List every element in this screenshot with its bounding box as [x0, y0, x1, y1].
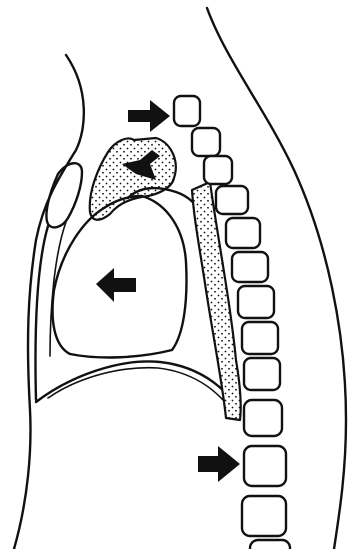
vertebra-8	[242, 322, 278, 354]
vertebra-6	[232, 252, 268, 282]
anterior-chest-wall-inner	[50, 222, 66, 356]
arrow-left-heart-icon	[96, 268, 136, 302]
vertebra-2	[192, 128, 220, 156]
vertebra-5	[226, 218, 260, 248]
vertebra-10	[244, 400, 282, 436]
vertebra-11	[244, 446, 286, 486]
vertebra-12	[242, 496, 286, 536]
anterior-chest-wall	[36, 226, 49, 400]
vertebra-3	[204, 156, 232, 184]
anterior-body-contour	[14, 55, 84, 549]
sternum	[46, 163, 82, 227]
vertebra-1	[174, 96, 200, 126]
vertebra-13	[250, 540, 290, 549]
vertebra-7	[238, 286, 274, 318]
arrow-right-upper-icon	[128, 100, 170, 132]
diaphragm-inner	[48, 368, 230, 408]
vertebra-9	[244, 358, 280, 390]
vertebra-4	[216, 186, 248, 214]
arrow-right-lower-icon	[198, 446, 240, 482]
heart	[53, 196, 187, 357]
